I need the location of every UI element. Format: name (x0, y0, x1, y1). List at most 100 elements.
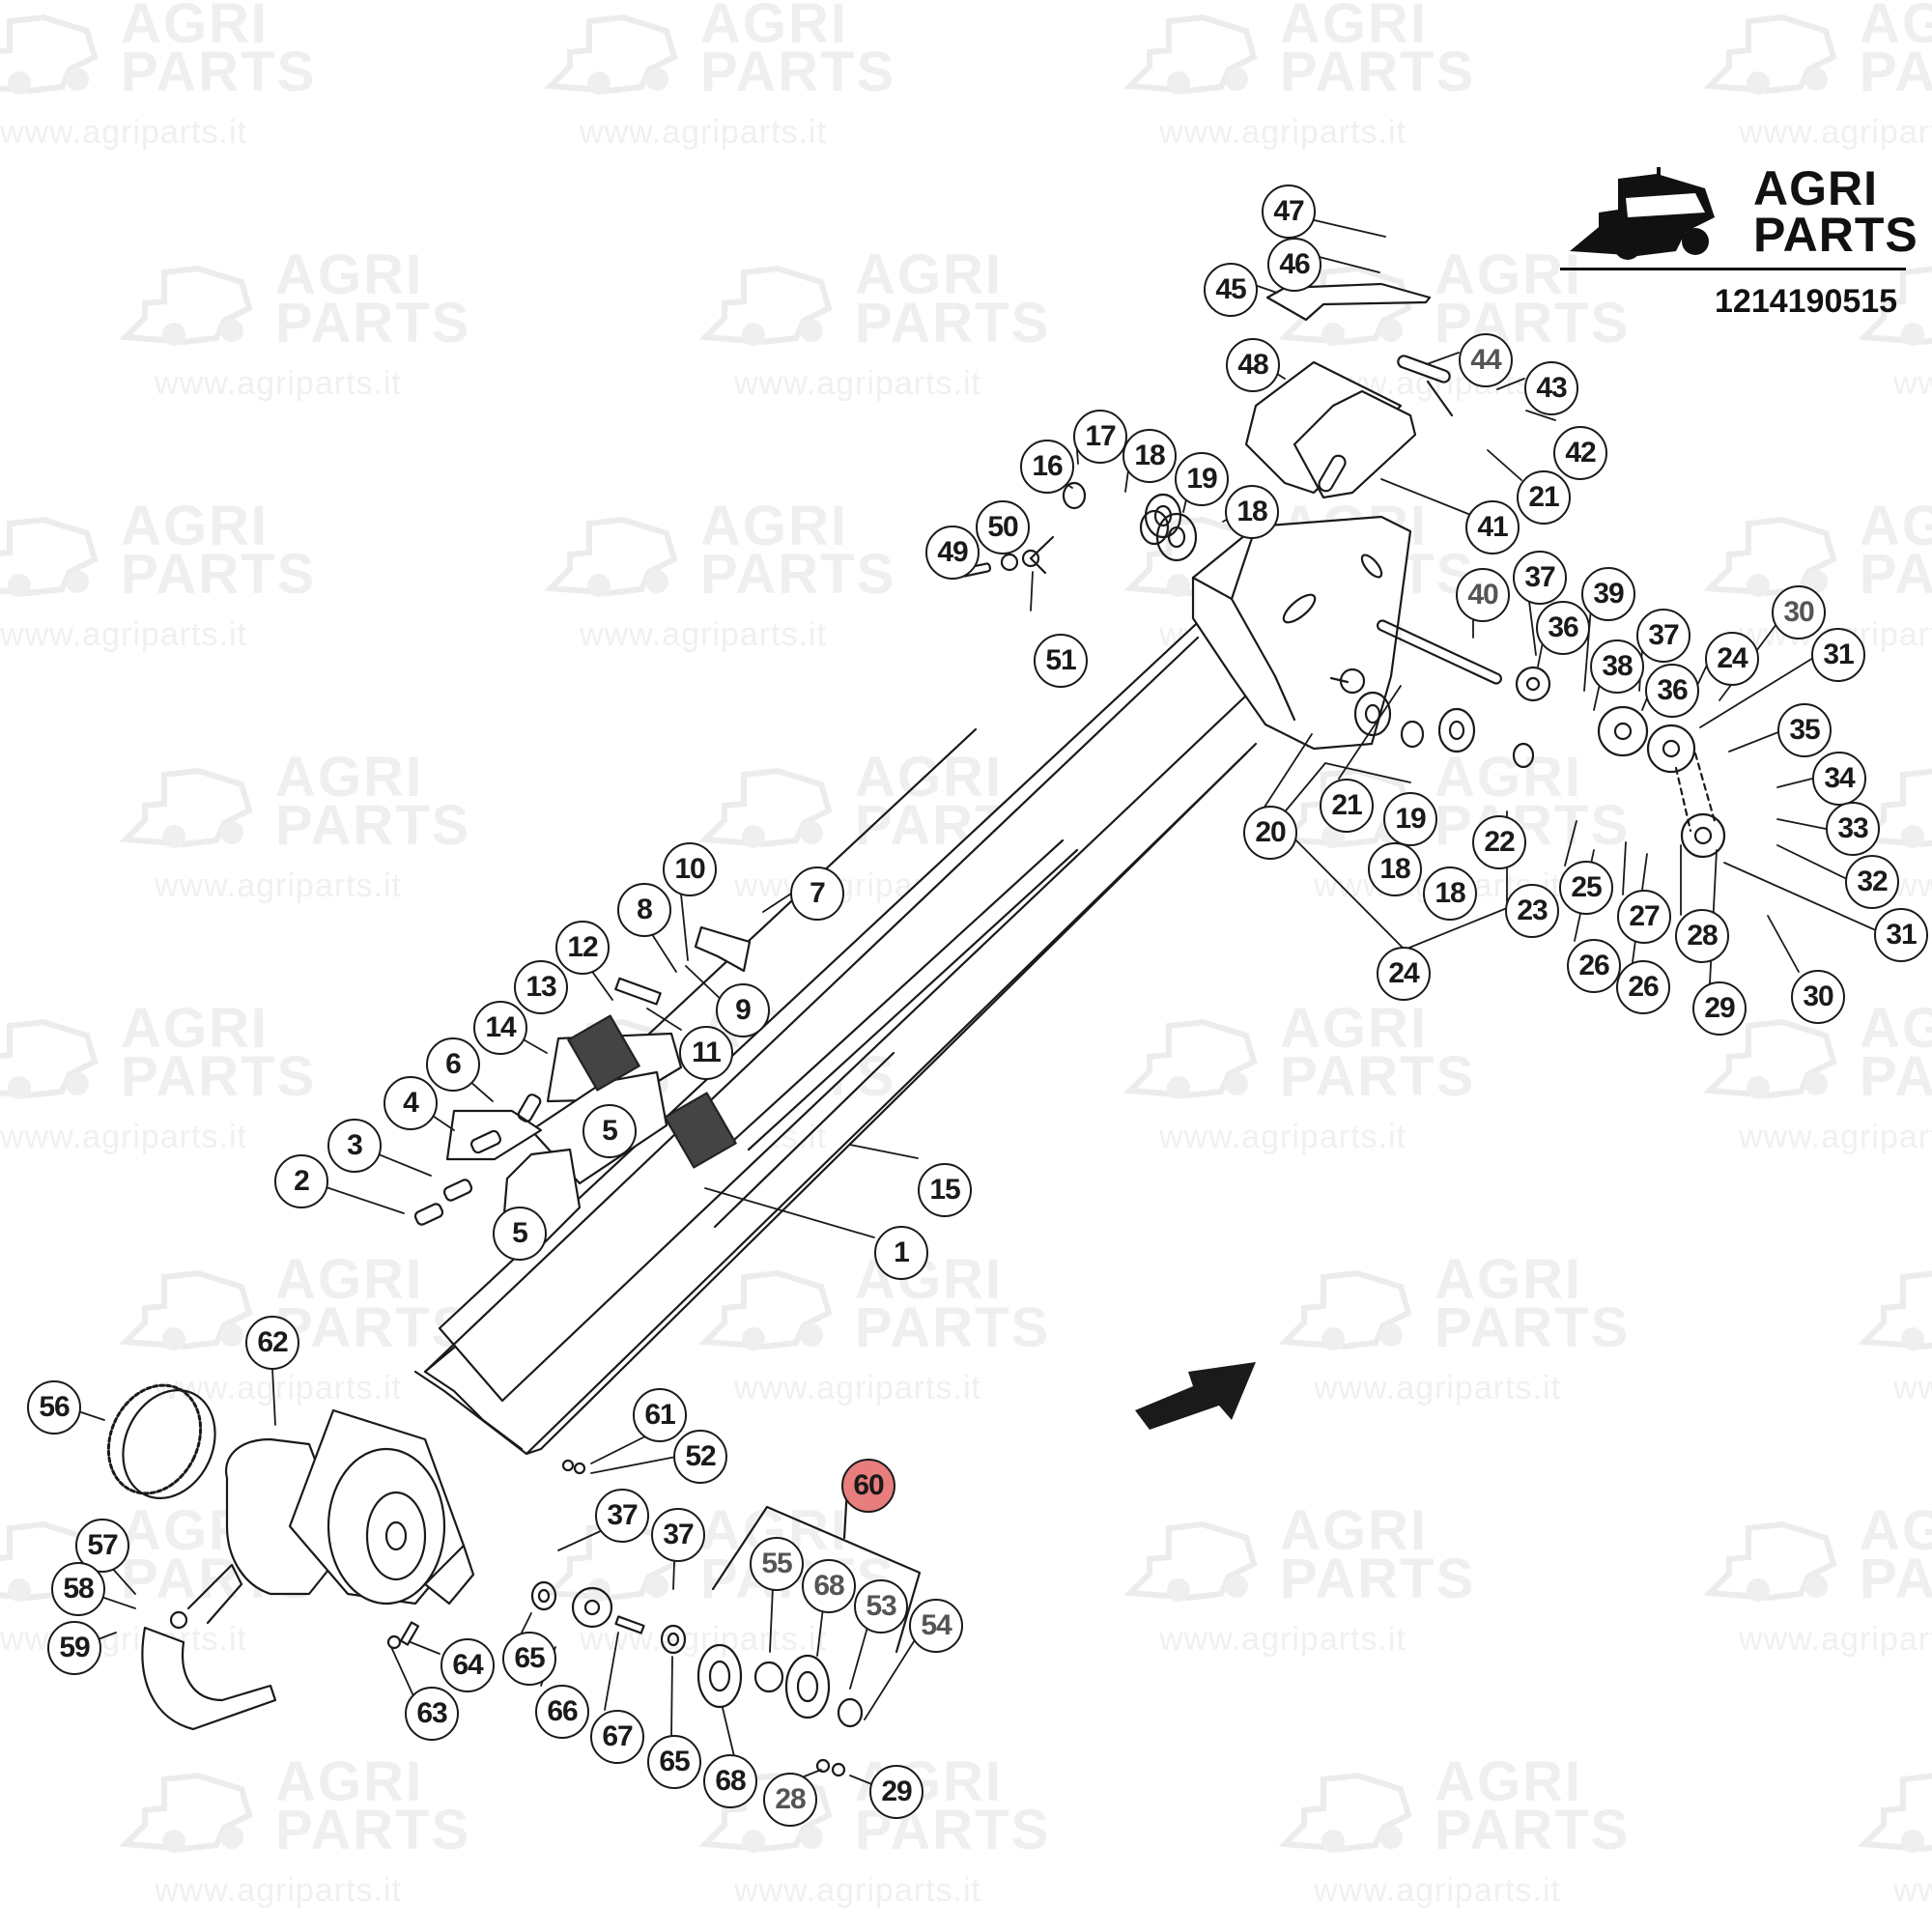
brand-logo-block: AGRI PARTS 1214190515 (1560, 159, 1918, 333)
part-callout-2[interactable]: 2 (274, 1154, 328, 1208)
part-callout-52[interactable]: 52 (673, 1430, 727, 1484)
part-callout-30[interactable]: 30 (1791, 970, 1845, 1024)
part-callout-41[interactable]: 41 (1465, 500, 1520, 554)
part-callout-44[interactable]: 44 (1459, 333, 1513, 387)
part-callout-35[interactable]: 35 (1777, 703, 1832, 757)
part-callout-64[interactable]: 64 (440, 1638, 495, 1692)
part-callout-11[interactable]: 11 (679, 1026, 733, 1080)
part-callout-25[interactable]: 25 (1559, 861, 1613, 915)
part-callout-22[interactable]: 22 (1472, 815, 1526, 869)
part-callout-49[interactable]: 49 (925, 526, 980, 580)
part-callout-65[interactable]: 65 (647, 1735, 701, 1789)
part-callout-28[interactable]: 28 (763, 1773, 817, 1827)
head-housing (1191, 515, 1412, 751)
part-callout-68[interactable]: 68 (802, 1559, 856, 1613)
part-callout-31[interactable]: 31 (1874, 908, 1928, 962)
part-callout-37[interactable]: 37 (651, 1508, 705, 1562)
part-callout-29[interactable]: 29 (1692, 981, 1747, 1036)
part-callout-24[interactable]: 24 (1377, 947, 1431, 1001)
part-callout-27[interactable]: 27 (1617, 890, 1671, 944)
part-callout-26[interactable]: 26 (1616, 960, 1670, 1014)
part-callout-63[interactable]: 63 (405, 1687, 459, 1741)
conveyor-housing (413, 611, 1258, 1456)
part-callout-5[interactable]: 5 (582, 1104, 637, 1158)
part-callout-18[interactable]: 18 (1225, 485, 1279, 539)
diagram-code: 1214190515 (1715, 283, 1898, 320)
part-callout-7[interactable]: 7 (790, 867, 844, 921)
part-callout-26[interactable]: 26 (1567, 939, 1621, 993)
part-callout-36[interactable]: 36 (1645, 664, 1699, 718)
part-callout-1[interactable]: 1 (874, 1226, 928, 1280)
part-callout-28[interactable]: 28 (1675, 909, 1729, 963)
strap-59 (141, 1563, 277, 1731)
cover-plates (1244, 360, 1417, 499)
part-callout-37[interactable]: 37 (595, 1489, 649, 1543)
part-callout-6[interactable]: 6 (426, 1037, 480, 1092)
part-callout-51[interactable]: 51 (1034, 634, 1088, 688)
part-callout-36[interactable]: 36 (1536, 601, 1590, 655)
part-callout-8[interactable]: 8 (617, 883, 671, 937)
brand-name: AGRI PARTS (1753, 161, 1918, 259)
brand-line-1: AGRI (1753, 161, 1878, 215)
part-callout-46[interactable]: 46 (1267, 238, 1321, 292)
part-callout-15[interactable]: 15 (918, 1163, 972, 1217)
part-callout-33[interactable]: 33 (1826, 802, 1880, 856)
part-callout-53[interactable]: 53 (854, 1579, 908, 1634)
part-callout-60[interactable]: 60 (841, 1459, 895, 1513)
part-callout-38[interactable]: 38 (1590, 639, 1644, 694)
part-callout-19[interactable]: 19 (1175, 452, 1229, 506)
part-callout-18[interactable]: 18 (1423, 867, 1477, 921)
part-callout-12[interactable]: 12 (555, 921, 610, 975)
part-callout-23[interactable]: 23 (1505, 884, 1559, 938)
part-callout-56[interactable]: 56 (27, 1380, 81, 1435)
part-callout-61[interactable]: 61 (633, 1388, 687, 1442)
part-callout-24[interactable]: 24 (1705, 632, 1759, 686)
part-callout-45[interactable]: 45 (1204, 263, 1258, 317)
part-callout-18[interactable]: 18 (1122, 429, 1177, 483)
sprockets (1515, 666, 1726, 859)
part-callout-37[interactable]: 37 (1513, 551, 1567, 605)
part-callout-34[interactable]: 34 (1812, 752, 1866, 806)
part-callout-57[interactable]: 57 (75, 1519, 129, 1573)
part-callout-40[interactable]: 40 (1456, 568, 1510, 622)
part-callout-43[interactable]: 43 (1524, 361, 1578, 415)
part-callout-14[interactable]: 14 (473, 1001, 527, 1055)
part-callout-21[interactable]: 21 (1517, 470, 1571, 525)
part-callout-31[interactable]: 31 (1811, 628, 1865, 682)
shaft-group-bottom (386, 1459, 922, 1777)
part-callout-48[interactable]: 48 (1226, 338, 1280, 392)
part-callout-39[interactable]: 39 (1581, 567, 1635, 621)
part-callout-10[interactable]: 10 (663, 842, 717, 896)
part-callout-66[interactable]: 66 (535, 1685, 589, 1739)
part-callout-21[interactable]: 21 (1320, 779, 1374, 833)
part-callout-50[interactable]: 50 (976, 500, 1030, 554)
part-callout-67[interactable]: 67 (590, 1710, 644, 1764)
part-callout-3[interactable]: 3 (327, 1119, 382, 1173)
part-callout-62[interactable]: 62 (245, 1316, 299, 1370)
part-callout-54[interactable]: 54 (909, 1599, 963, 1653)
part-callout-59[interactable]: 59 (47, 1621, 101, 1675)
part-callout-58[interactable]: 58 (51, 1562, 105, 1616)
part-callout-37[interactable]: 37 (1636, 609, 1690, 663)
part-callout-5[interactable]: 5 (493, 1207, 547, 1261)
logo-divider (1560, 268, 1906, 270)
part-callout-20[interactable]: 20 (1243, 806, 1297, 860)
part-callout-17[interactable]: 17 (1073, 410, 1127, 464)
part-callout-29[interactable]: 29 (869, 1765, 923, 1819)
part-callout-4[interactable]: 4 (384, 1076, 438, 1130)
part-callout-9[interactable]: 9 (716, 983, 770, 1037)
part-callout-18[interactable]: 18 (1368, 842, 1422, 896)
part-callout-32[interactable]: 32 (1845, 855, 1899, 909)
part-callout-68[interactable]: 68 (703, 1754, 757, 1808)
part-callout-55[interactable]: 55 (750, 1537, 804, 1591)
part-callout-19[interactable]: 19 (1383, 792, 1437, 846)
part-callout-42[interactable]: 42 (1553, 426, 1607, 480)
shaft-40 (1376, 619, 1503, 685)
part-callout-30[interactable]: 30 (1772, 585, 1826, 639)
part-callout-47[interactable]: 47 (1262, 185, 1316, 239)
drive-housing-62 (224, 1408, 475, 1605)
part-callout-13[interactable]: 13 (514, 960, 568, 1014)
part-callout-65[interactable]: 65 (502, 1632, 556, 1686)
part-callout-16[interactable]: 16 (1020, 440, 1074, 494)
